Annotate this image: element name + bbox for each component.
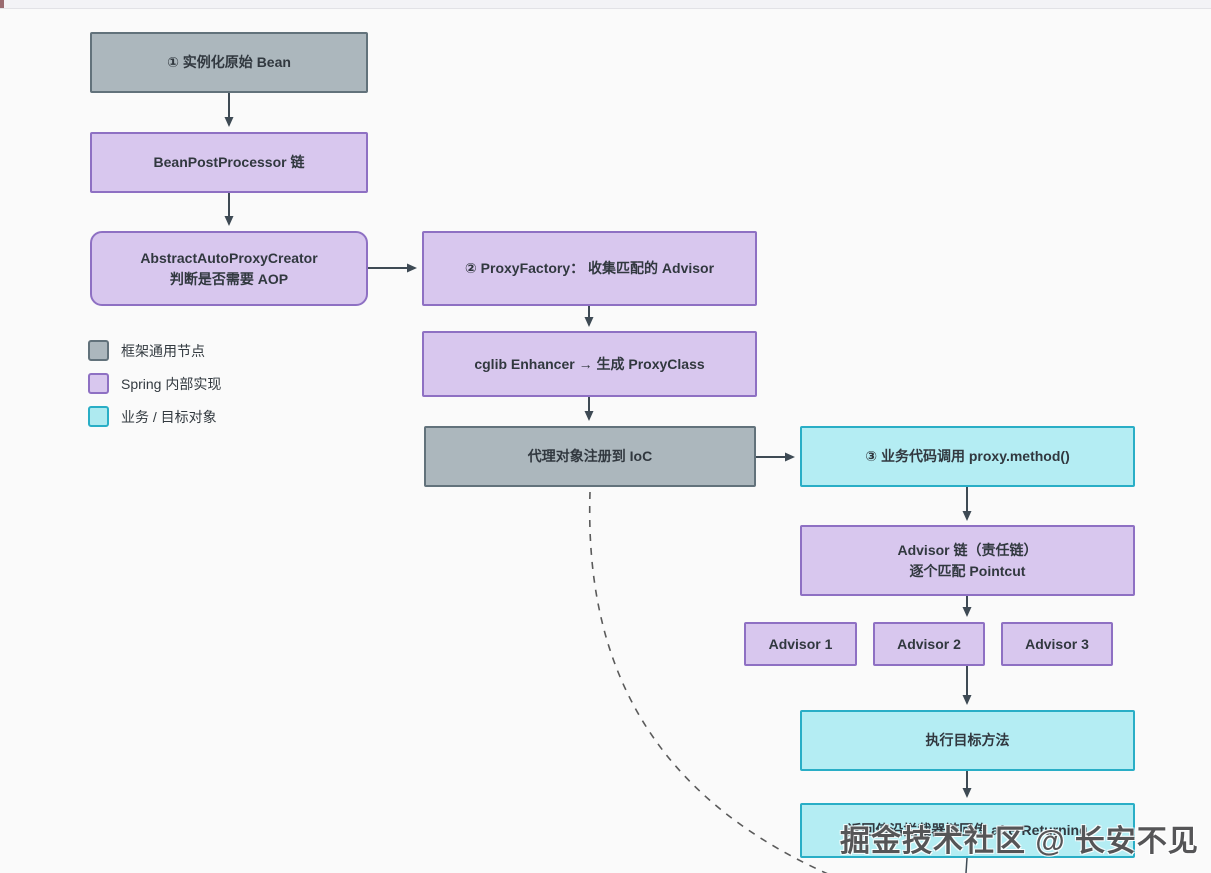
top-left-mark: [0, 0, 4, 8]
node-label: 返回值沿拦截器链回传 afterReturning: [847, 822, 1088, 839]
node-label: Advisor 2: [897, 635, 961, 652]
node-advisor-1: Advisor 1: [744, 622, 857, 666]
node-label: 代理对象注册到 IoC: [527, 448, 653, 465]
legend-label: Spring 内部实现: [121, 375, 222, 392]
node-label: 执行目标方法: [925, 732, 1010, 749]
legend-swatch-framework: [88, 340, 109, 361]
node-label: Advisor 链（责任链） 逐个匹配 Pointcut: [897, 542, 1038, 579]
arrow-return-continues: [965, 857, 968, 873]
legend-swatch-business: [88, 406, 109, 427]
node-label: ③ 业务代码调用 proxy.method(): [865, 448, 1070, 465]
node-register-ioc: 代理对象注册到 IoC: [424, 426, 756, 487]
node-label: ② ProxyFactory： 收集匹配的 Advisor: [464, 260, 715, 277]
node-advisor-3: Advisor 3: [1001, 622, 1113, 666]
node-label: Advisor 3: [1025, 635, 1089, 652]
node-advisor-chain: Advisor 链（责任链） 逐个匹配 Pointcut: [800, 525, 1135, 596]
node-label: BeanPostProcessor 链: [153, 154, 305, 171]
legend-label: 业务 / 目标对象: [121, 408, 217, 425]
legend-item-framework: 框架通用节点: [88, 340, 328, 361]
node-cglib-enhancer: cglib Enhancer → 生成 ProxyClass: [422, 331, 757, 397]
node-proxy-factory: ② ProxyFactory： 收集匹配的 Advisor: [422, 231, 757, 306]
legend-swatch-spring: [88, 373, 109, 394]
dashed-return-curve: [588, 491, 828, 873]
top-divider-bar: [0, 0, 1211, 9]
legend-label: 框架通用节点: [121, 342, 205, 359]
legend-item-business: 业务 / 目标对象: [88, 406, 328, 427]
node-return-value: 返回值沿拦截器链回传 afterReturning: [800, 803, 1135, 858]
node-label: ① 实例化原始 Bean: [167, 54, 291, 71]
node-label: Advisor 1: [768, 635, 833, 652]
node-bean-post-processor: BeanPostProcessor 链: [90, 132, 368, 193]
node-instantiate-bean: ① 实例化原始 Bean: [90, 32, 368, 93]
node-label: cglib Enhancer → 生成 ProxyClass: [474, 355, 705, 372]
node-proxy-method-call: ③ 业务代码调用 proxy.method(): [800, 426, 1135, 487]
node-execute-target: 执行目标方法: [800, 710, 1135, 771]
node-advisor-2: Advisor 2: [873, 622, 985, 666]
node-label: AbstractAutoProxyCreator 判断是否需要 AOP: [140, 250, 318, 287]
legend-item-spring: Spring 内部实现: [88, 373, 328, 394]
node-auto-proxy-creator: AbstractAutoProxyCreator 判断是否需要 AOP: [90, 231, 368, 306]
legend: 框架通用节点 Spring 内部实现 业务 / 目标对象: [88, 340, 328, 427]
